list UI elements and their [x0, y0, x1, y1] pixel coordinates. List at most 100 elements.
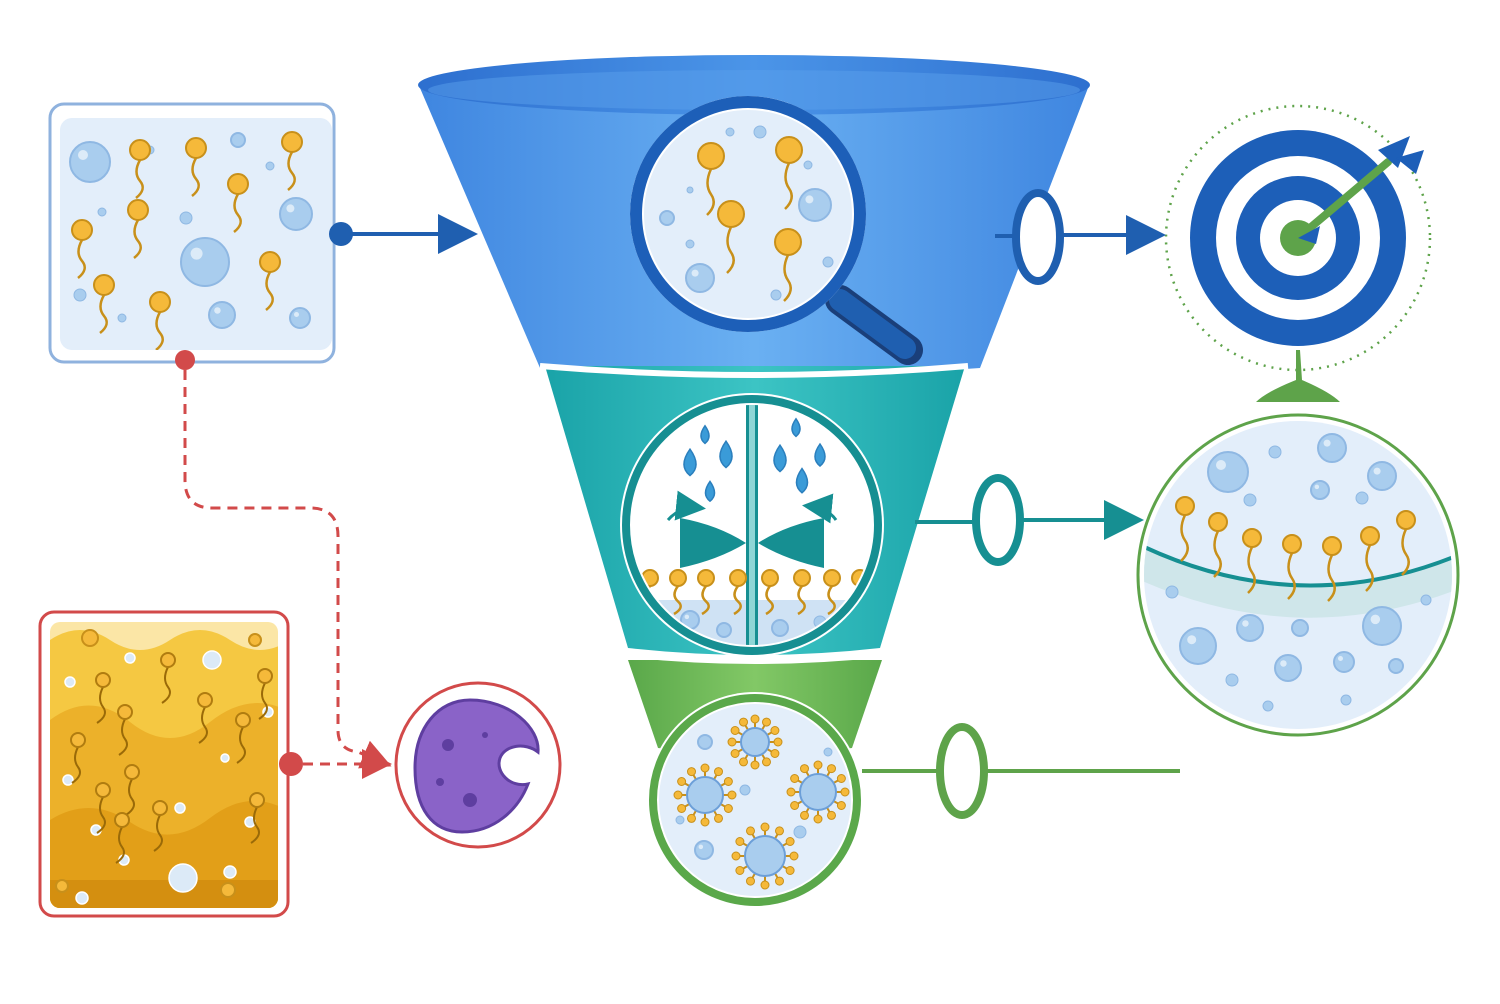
layered-panel: [38, 610, 290, 918]
droplet: [704, 480, 716, 503]
surfactant-tail: [827, 585, 836, 616]
surfactant-head: [697, 142, 725, 170]
surfactant-head: [185, 137, 207, 159]
surfactant-tail: [797, 585, 806, 616]
mixer-droplets-icon: [620, 393, 884, 657]
bubble: [822, 256, 834, 268]
surfactant-head: [95, 782, 111, 798]
surfactant-head: [761, 569, 779, 587]
input-output-dot: [329, 222, 353, 246]
surfactant-head: [129, 139, 151, 161]
surfactant-tail: [133, 219, 142, 259]
surfactant-tail: [99, 294, 108, 334]
bubble: [675, 815, 685, 825]
droplet: [719, 439, 733, 469]
surfactant-head: [669, 569, 687, 587]
bubble: [174, 802, 186, 814]
surfactant-tail: [1247, 546, 1256, 594]
surfactant-head: [717, 200, 745, 228]
surfactant-head: [257, 668, 273, 684]
bubble: [1317, 433, 1347, 463]
surfactant-head: [281, 131, 303, 153]
surfactant-tail: [77, 239, 86, 279]
micelle: [740, 727, 770, 757]
micelle: [799, 773, 837, 811]
bubble: [659, 210, 675, 226]
surfactant-tail: [233, 193, 242, 233]
bubble: [1355, 491, 1369, 505]
bubble: [69, 141, 111, 183]
bubble: [180, 237, 230, 287]
surfactant-head: [70, 732, 86, 748]
surfactant-tail: [1327, 554, 1336, 602]
bubble: [97, 207, 107, 217]
bubble: [1274, 654, 1302, 682]
bubble: [1225, 673, 1239, 687]
bubble: [208, 301, 236, 329]
surfactant-head: [1208, 512, 1228, 532]
surfactant-head: [95, 672, 111, 688]
bubble: [1310, 480, 1330, 500]
bubble: [1333, 651, 1355, 673]
bubble: [771, 619, 789, 637]
bubble: [124, 652, 136, 664]
surfactant-tail: [1401, 528, 1410, 576]
target-zoom-connector: [1256, 350, 1340, 402]
bubble: [739, 784, 751, 796]
surfactant-head: [227, 173, 249, 195]
magnifier-icon: [630, 96, 923, 365]
bubble: [1291, 619, 1309, 637]
bubble: [1388, 658, 1404, 674]
bubble: [168, 863, 198, 893]
bubble: [716, 622, 732, 638]
surfactant-head: [1322, 536, 1342, 556]
surfactant-head: [71, 219, 93, 241]
surfactant-head: [1242, 528, 1262, 548]
bubble: [823, 747, 833, 757]
cell-icon: [394, 681, 562, 849]
surfactant-head: [1360, 526, 1380, 546]
micelle-icon: [647, 692, 863, 908]
surfactant-tail: [706, 168, 715, 216]
surfactant-tail: [191, 157, 200, 197]
micelle: [744, 835, 786, 877]
surfactant-head: [823, 569, 841, 587]
droplet: [791, 417, 801, 438]
bubble: [793, 825, 807, 839]
bubble: [1367, 461, 1397, 491]
bubble: [1262, 700, 1274, 712]
surfactant-head: [160, 652, 176, 668]
surfactant-tail: [784, 162, 793, 210]
bubble: [220, 753, 230, 763]
bubble: [798, 188, 832, 222]
bubble: [223, 865, 237, 879]
interface-icon: [1136, 413, 1460, 737]
bubble: [725, 127, 735, 137]
top-ring: [1012, 189, 1064, 285]
bubble: [686, 186, 694, 194]
bubble: [770, 289, 782, 301]
bubble: [64, 676, 76, 688]
surfactant-head: [235, 712, 251, 728]
bubble: [75, 891, 89, 905]
connectors: [175, 189, 1180, 819]
bubble: [289, 307, 311, 329]
surfactant-tail: [265, 271, 274, 311]
bubble: [1165, 585, 1179, 599]
input-panel: [48, 102, 336, 364]
surfactant-head: [793, 569, 811, 587]
droplet: [683, 447, 697, 477]
surfactant-head: [93, 274, 115, 296]
surfactant-head: [1282, 534, 1302, 554]
droplet: [700, 424, 710, 445]
surfactant-tail: [673, 585, 682, 616]
bubble: [1179, 627, 1217, 665]
surfactant-tail: [1213, 530, 1222, 578]
droplet: [795, 467, 809, 494]
surfactant-head: [127, 199, 149, 221]
surfactant-head: [152, 800, 168, 816]
surfactant-head: [729, 569, 747, 587]
bubble: [230, 132, 246, 148]
